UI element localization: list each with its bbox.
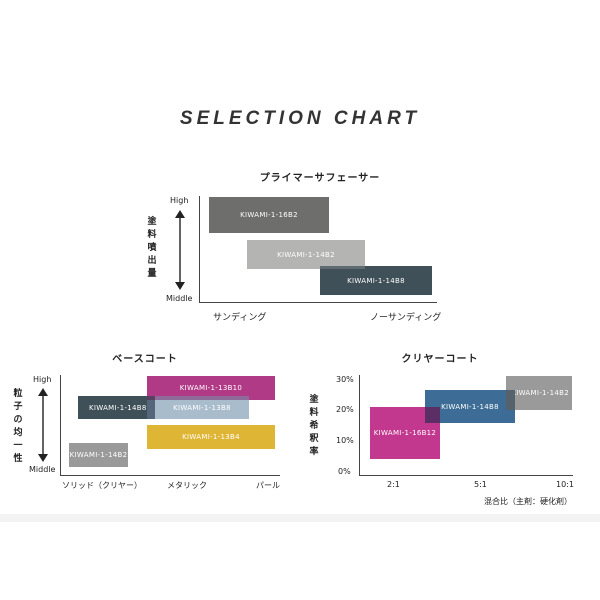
footer-band [0, 514, 600, 600]
y-tick-high-base: High [33, 375, 52, 384]
y-tick-30: 30% [336, 375, 354, 384]
y-axis-arrow-icon [175, 210, 185, 290]
y-axis-label-clear: 塗料希釈率 [309, 395, 319, 457]
range-box-kiwami-1-14b2-base: KIWAMI-1-14B2 [69, 443, 128, 467]
y-tick-middle-primer: Middle [166, 294, 193, 303]
y-axis-label-primer: 塗料噴出量 [147, 217, 157, 279]
x-tick-pearl: パール [256, 481, 280, 490]
range-box-kiwami-1-13b8: KIWAMI-1-13B8 [155, 396, 249, 419]
x-axis-primer [199, 302, 437, 303]
overlap-13b10-14b8 [147, 396, 155, 400]
y-axis-base [60, 375, 61, 476]
x-tick-10-1: 10:1 [556, 480, 574, 489]
y-axis-arrow-icon [38, 388, 48, 462]
y-tick-middle-base: Middle [29, 465, 56, 474]
x-axis-base [60, 475, 280, 476]
x-tick-solid-clear: ソリッド（クリヤー） [62, 481, 142, 490]
overlap-14b2-14b8 [320, 266, 365, 269]
overlap-16b12-14b8 [425, 407, 440, 423]
range-box-kiwami-1-14b2: KIWAMI-1-14B2 [247, 240, 365, 269]
overlap-14b8-13b8 [147, 400, 155, 419]
y-axis-primer [199, 196, 200, 303]
overlap-14b8-14b2 [506, 390, 515, 410]
x-tick-metallic: メタリック [167, 481, 207, 490]
y-axis-clear [359, 375, 360, 476]
x-axis-label-clear: 混合比（主剤：硬化剤） [484, 497, 572, 506]
x-tick-5-1: 5:1 [474, 480, 487, 489]
range-box-kiwami-1-14b8: KIWAMI-1-14B8 [320, 266, 432, 295]
x-tick-2-1: 2:1 [387, 480, 400, 489]
y-tick-20: 20% [336, 405, 354, 414]
x-axis-clear [359, 475, 573, 476]
y-tick-high-primer: High [170, 196, 189, 205]
y-axis-label-base: 粒子の均一性 [13, 389, 23, 464]
chart-title-base: ベースコート [112, 354, 178, 365]
y-tick-0: 0% [338, 467, 351, 476]
range-box-kiwami-1-14b8-clear: KIWAMI-1-14B8 [425, 390, 515, 423]
y-tick-10: 10% [336, 436, 354, 445]
x-tick-no-sanding: ノーサンディング [370, 313, 442, 323]
chart-title-primer: プライマーサフェーサー [259, 173, 381, 184]
range-box-kiwami-1-14b8-base: KIWAMI-1-14B8 [78, 396, 155, 419]
range-box-kiwami-1-14b2-clear: KIWAMI-1-14B2 [506, 376, 572, 410]
overlap-13b10-13b8 [155, 396, 249, 400]
x-tick-sanding: サンディング [213, 313, 267, 323]
range-box-kiwami-1-16b2: KIWAMI-1-16B2 [209, 197, 329, 233]
chart-title-clear: クリヤーコート [401, 354, 479, 365]
page-title: SELECTION CHART [179, 108, 421, 129]
range-box-kiwami-1-13b4: KIWAMI-1-13B4 [147, 425, 275, 449]
